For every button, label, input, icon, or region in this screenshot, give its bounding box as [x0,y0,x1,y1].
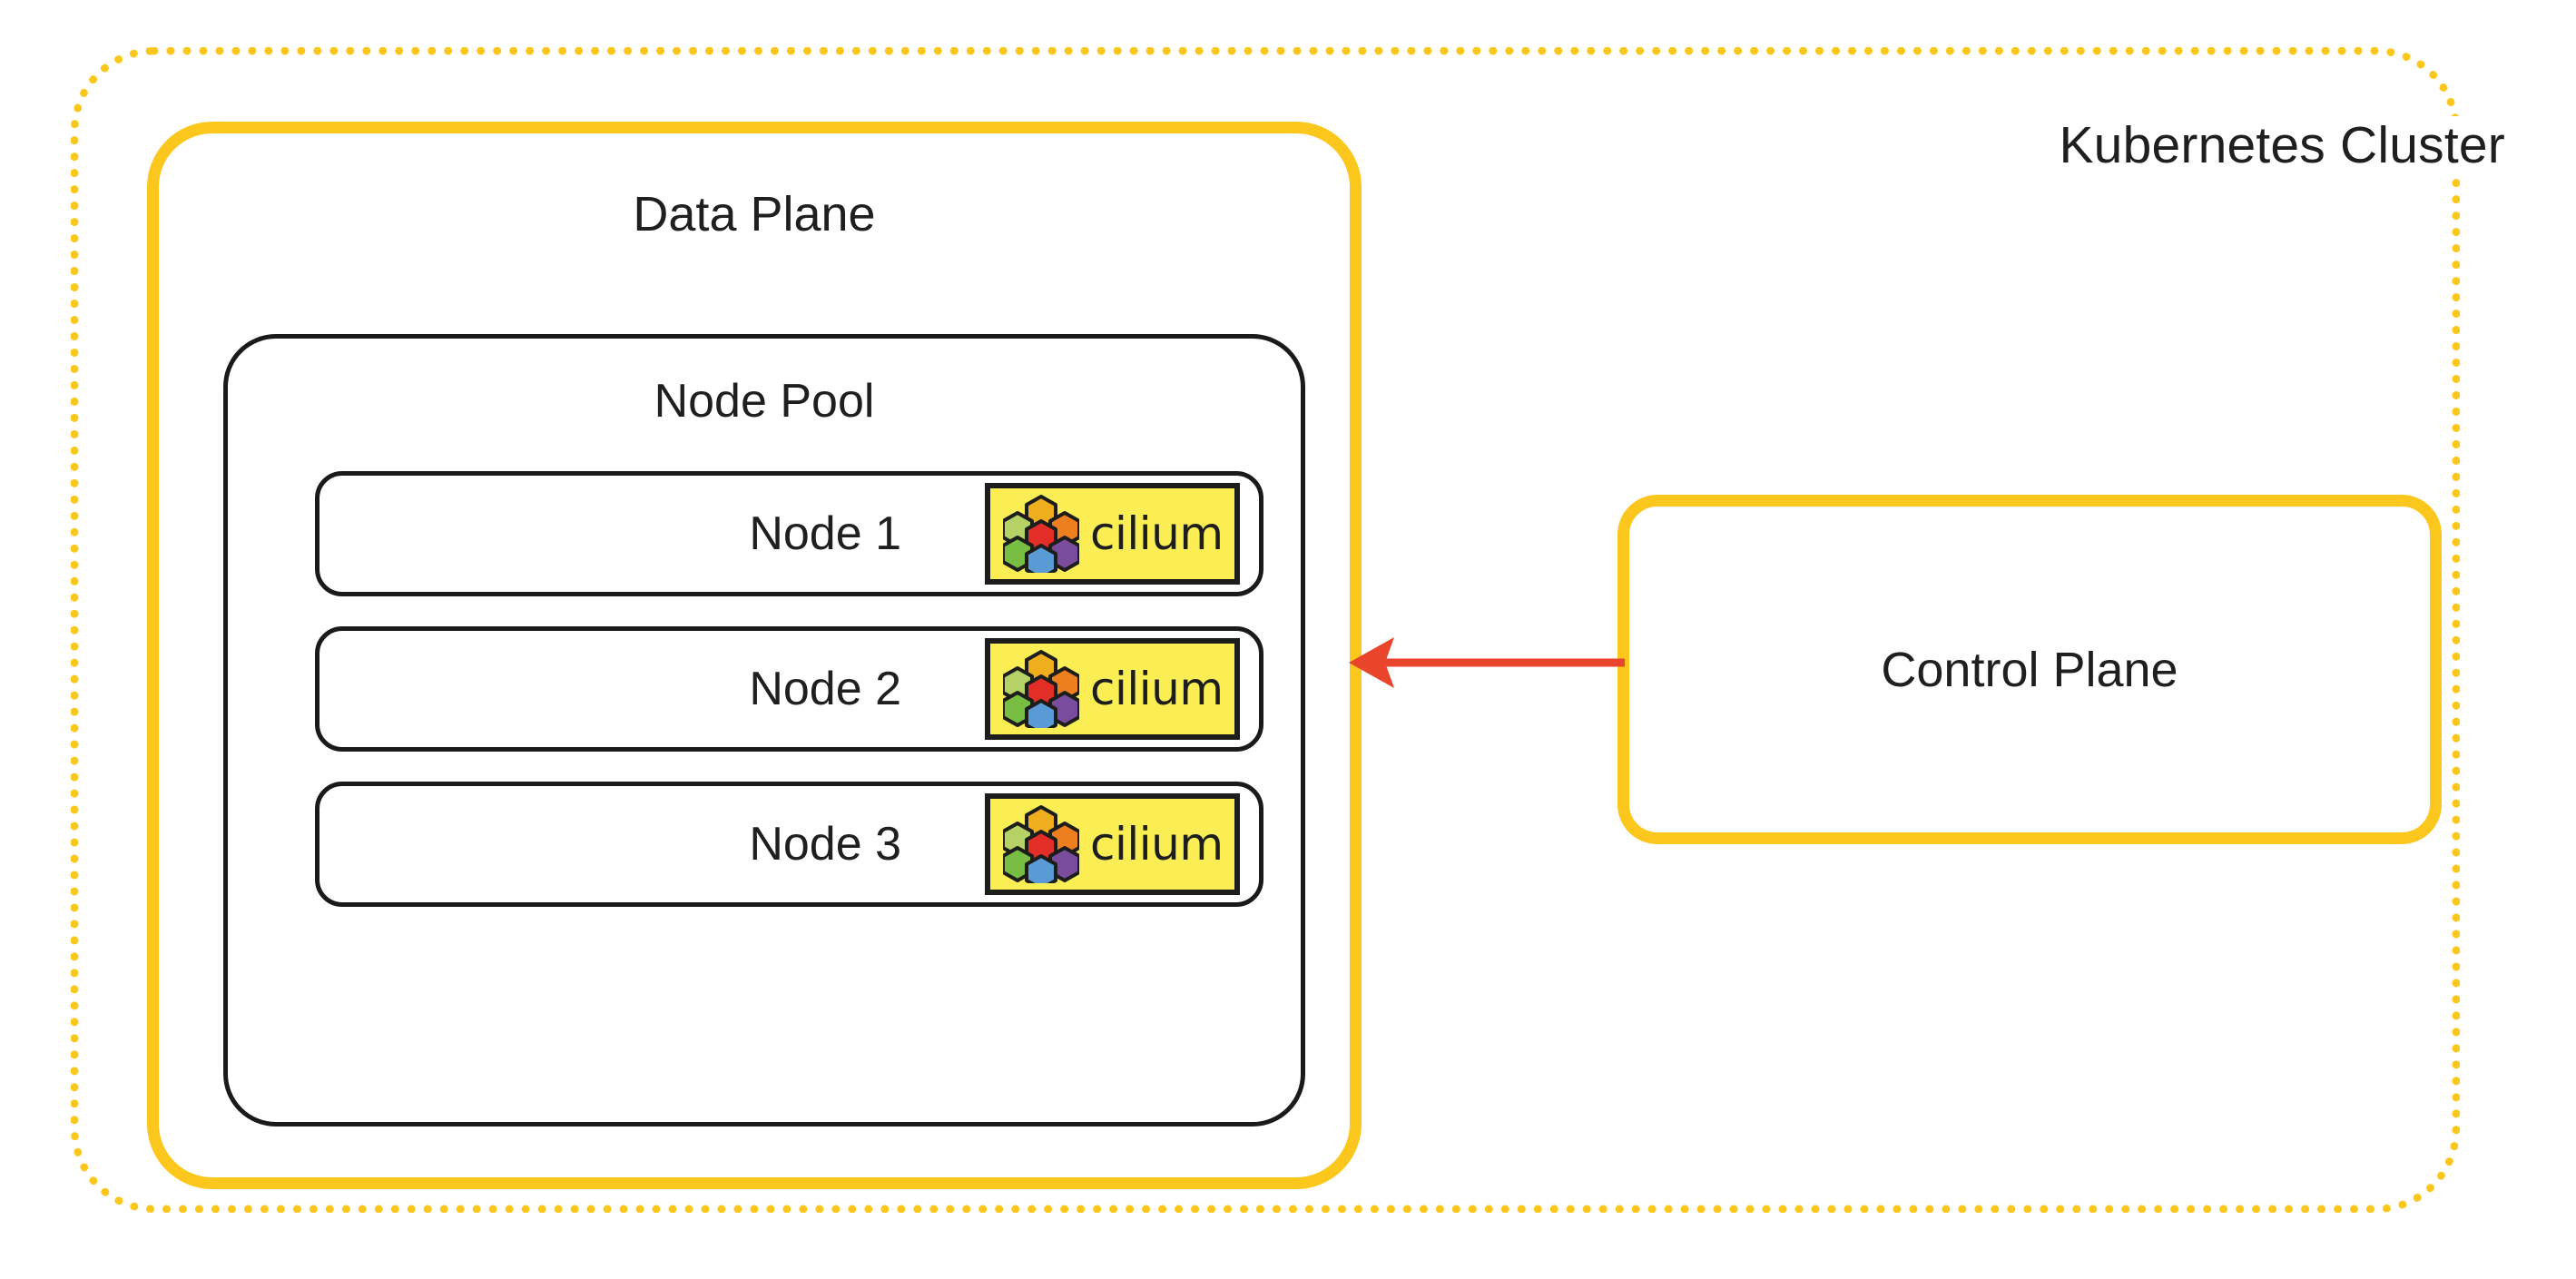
data-plane-label: Data Plane [633,187,876,241]
kubernetes-cluster-boundary [71,47,2460,1213]
node-label: Node 1 [749,507,901,560]
control-plane-to-data-plane-arrow [1325,626,1634,708]
cilium-badge: cilium [985,793,1240,895]
control-plane-container: Control Plane [1617,495,2442,844]
cilium-wordmark: cilium [1090,507,1224,560]
cilium-badge: cilium [985,638,1240,740]
cilium-hex-logo-icon [1003,805,1079,883]
node-row[interactable]: Node 3 [315,782,1263,907]
cilium-wordmark: cilium [1090,663,1224,715]
node-label: Node 2 [749,663,901,715]
node-row[interactable]: Node 1 [315,471,1263,596]
cilium-hex-logo-icon [1003,495,1079,573]
kubernetes-cluster-label: Kubernetes Cluster [2050,116,2505,175]
node-list: Node 1 [315,471,1263,907]
node-pool-container: Node Pool Node 1 [223,334,1305,1127]
control-plane-label: Control Plane [1881,642,2178,697]
node-row[interactable]: Node 2 [315,626,1263,752]
cilium-badge: cilium [985,483,1240,585]
cilium-wordmark: cilium [1090,818,1224,871]
node-pool-label: Node Pool [654,375,875,428]
data-plane-container: Data Plane Node Pool Node 1 [147,122,1362,1189]
cilium-hex-logo-icon [1003,650,1079,728]
node-label: Node 3 [749,818,901,871]
